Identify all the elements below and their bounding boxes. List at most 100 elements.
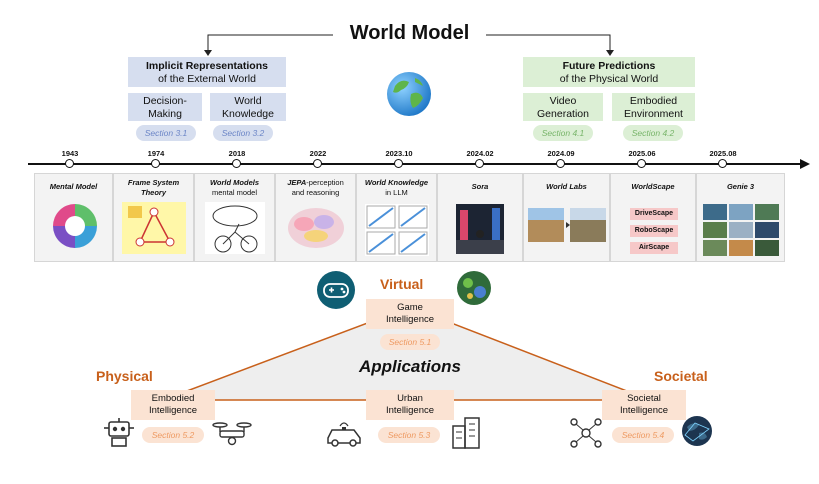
decision-making-box: Decision- Making (128, 93, 202, 121)
timeline-dot (65, 159, 74, 168)
panel-world-models: World Models mental model (194, 173, 275, 262)
drone-icon (212, 420, 252, 453)
year-label: 2025.08 (709, 149, 737, 158)
timeline-dot (313, 159, 322, 168)
year-label: 2022 (309, 149, 327, 158)
implicit-representations-header: Implicit Representations of the External… (128, 57, 286, 87)
implicit-header-bold: Implicit Representations (146, 60, 268, 72)
embodied-environment-box: Embodied Environment (612, 93, 695, 121)
panel-title: World Models (209, 178, 260, 187)
timeline-dot (232, 159, 241, 168)
implicit-header-sub: of the External World (158, 73, 256, 85)
gamepad-icon (316, 270, 356, 315)
panel-title: Mental Model (49, 182, 98, 191)
timeline-dot (394, 159, 403, 168)
panel-world-labs: World Labs (523, 173, 610, 262)
future-header-bold: Future Predictions (562, 60, 656, 72)
year-label: 2024.02 (466, 149, 494, 158)
timeline-dot (718, 159, 727, 168)
section-4-1-badge[interactable]: Section 4.1 (533, 125, 593, 141)
societal-intelligence-box: Societal Intelligence (602, 390, 686, 420)
timeline-dot (475, 159, 484, 168)
section-5-3-badge[interactable]: Section 5.3 (378, 427, 440, 443)
year-label: 2018 (228, 149, 246, 158)
societal-intelligence-l1: Societal (627, 393, 661, 404)
decision-making-l2: Making (148, 108, 182, 120)
decision-making-l1: Decision- (143, 95, 187, 107)
world-knowledge-box: World Knowledge (210, 93, 286, 121)
urban-intelligence-box: Urban Intelligence (366, 390, 454, 420)
year-label: 2025.06 (628, 149, 656, 158)
urban-intelligence-l1: Urban (397, 393, 423, 404)
panel-title: JEPA (287, 178, 307, 187)
mental-model-wheel-image (53, 204, 97, 248)
applications-label: Applications (358, 357, 461, 376)
virtual-category-label: Virtual (380, 276, 424, 292)
world-labs-scenes-image (528, 208, 606, 242)
drivescape-label: DriveScape (630, 208, 678, 220)
panel-title: Frame System (127, 178, 180, 187)
panel-sora: Sora (437, 173, 523, 262)
embodied-intelligence-l2: Intelligence (148, 405, 198, 416)
physical-category-label: Physical (96, 368, 153, 384)
panel-title: World Labs (546, 182, 587, 191)
section-5-1-badge[interactable]: Section 5.1 (380, 334, 440, 350)
panel-worldscape: WorldScape DriveScape RoboScape AirScape (610, 173, 696, 262)
scatter-plots-image (365, 204, 429, 256)
brain-image (288, 208, 344, 248)
world-knowledge-l2: Knowledge (222, 108, 274, 120)
globe-network-icon (681, 415, 713, 452)
year-label: 2023.10 (385, 149, 413, 158)
section-3-1-badge[interactable]: Section 3.1 (136, 125, 196, 141)
robot-icon (102, 418, 136, 453)
panel-sub: and reasoning (291, 187, 340, 197)
panel-title: WorldScape (631, 182, 675, 191)
buildings-icon (450, 416, 482, 455)
urban-intelligence-l2: Intelligence (385, 405, 435, 416)
panel-title: World Knowledge (364, 178, 429, 187)
airscape-label: AirScape (630, 242, 678, 254)
panel-frame-system: Frame System Theory (113, 173, 194, 262)
genie-grid-image (703, 204, 779, 256)
video-generation-l2: Generation (537, 108, 589, 120)
section-5-2-badge[interactable]: Section 5.2 (142, 427, 204, 443)
embodied-environment-l2: Environment (624, 108, 683, 120)
future-predictions-header: Future Predictions of the Physical World (523, 57, 695, 87)
world-knowledge-l1: World (234, 95, 262, 107)
section-3-2-badge[interactable]: Section 3.2 (213, 125, 273, 141)
timeline-dot (637, 159, 646, 168)
societal-intelligence-l2: Intelligence (619, 405, 669, 416)
section-4-2-badge[interactable]: Section 4.2 (623, 125, 683, 141)
game-intelligence-l1: Game (397, 302, 423, 313)
cyclist-sketch-image (205, 202, 265, 254)
future-header-sub: of the Physical World (559, 73, 659, 85)
game-intelligence-box: Game Intelligence (366, 299, 454, 329)
year-label: 1943 (61, 149, 79, 158)
sora-city-image (456, 204, 504, 254)
panel-title: Sora (471, 182, 489, 191)
section-5-4-badge[interactable]: Section 5.4 (612, 427, 674, 443)
embodied-intelligence-l1: Embodied (151, 393, 195, 404)
panel-title-l2: Theory (140, 187, 166, 197)
panel-genie-3: Genie 3 (696, 173, 785, 262)
panel-title: Genie 3 (726, 182, 755, 191)
video-generation-box: Video Generation (523, 93, 603, 121)
car-icon (324, 418, 364, 453)
timeline-dot (556, 159, 565, 168)
year-label: 2024.09 (547, 149, 575, 158)
embodied-environment-l1: Embodied (629, 95, 678, 107)
embodied-intelligence-box: Embodied Intelligence (131, 390, 215, 420)
panel-mental-model: Mental Model (34, 173, 113, 262)
panel-sub: in LLM (385, 187, 408, 197)
panel-title-suffix: -perception (306, 178, 344, 187)
year-label: 1974 (147, 149, 165, 158)
panel-jepa: JEPA-perception and reasoning (275, 173, 356, 262)
network-icon (568, 416, 604, 455)
game-intelligence-l2: Intelligence (385, 314, 435, 325)
societal-category-label: Societal (654, 368, 708, 384)
panel-sub: mental model (211, 187, 258, 197)
frame-system-image (122, 202, 186, 254)
roboscape-label: RoboScape (630, 225, 678, 237)
timeline-dot (151, 159, 160, 168)
panel-world-knowledge: World Knowledge in LLM (356, 173, 437, 262)
